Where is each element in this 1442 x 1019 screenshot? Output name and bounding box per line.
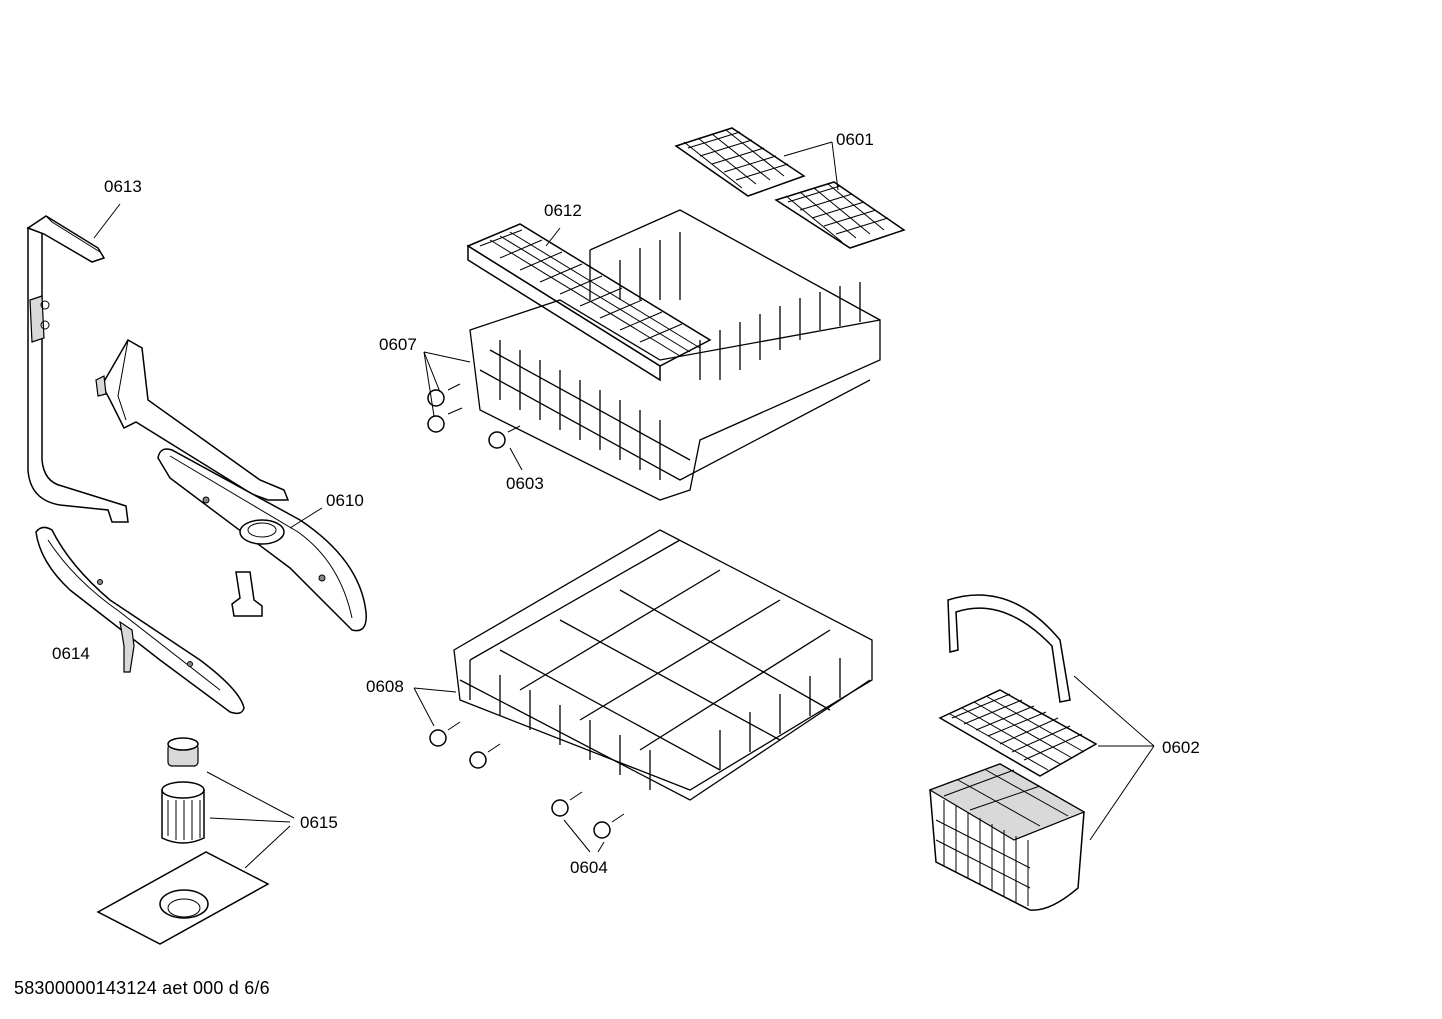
part-0608-lower-basket — [429, 529, 873, 839]
part-0610-upper-spray-arm — [95, 338, 367, 632]
label-0612: 0612 — [544, 201, 582, 220]
label-0602: 0602 — [1162, 738, 1200, 757]
part-0612-upper-cutlery-tray — [466, 223, 712, 382]
label-0604: 0604 — [570, 858, 608, 877]
label-0601: 0601 — [836, 130, 874, 149]
part-0613-supply-pipe — [26, 215, 129, 523]
label-0610: 0610 — [326, 491, 364, 510]
label-0613: 0613 — [104, 177, 142, 196]
label-0614: 0614 — [52, 644, 90, 663]
part-0601-cup-shelves — [674, 127, 906, 249]
part-0615-filter-set — [96, 737, 270, 945]
label-0607: 0607 — [379, 335, 417, 354]
part-0614-lower-spray-arm — [35, 526, 245, 715]
diagram-footer-code: 58300000143124 aet 000 d 6/6 — [14, 978, 270, 998]
part-0602-cutlery-basket — [928, 594, 1098, 911]
label-0608: 0608 — [366, 677, 404, 696]
label-0603: 0603 — [506, 474, 544, 493]
part-0607-upper-basket — [427, 209, 881, 501]
label-0615: 0615 — [300, 813, 338, 832]
